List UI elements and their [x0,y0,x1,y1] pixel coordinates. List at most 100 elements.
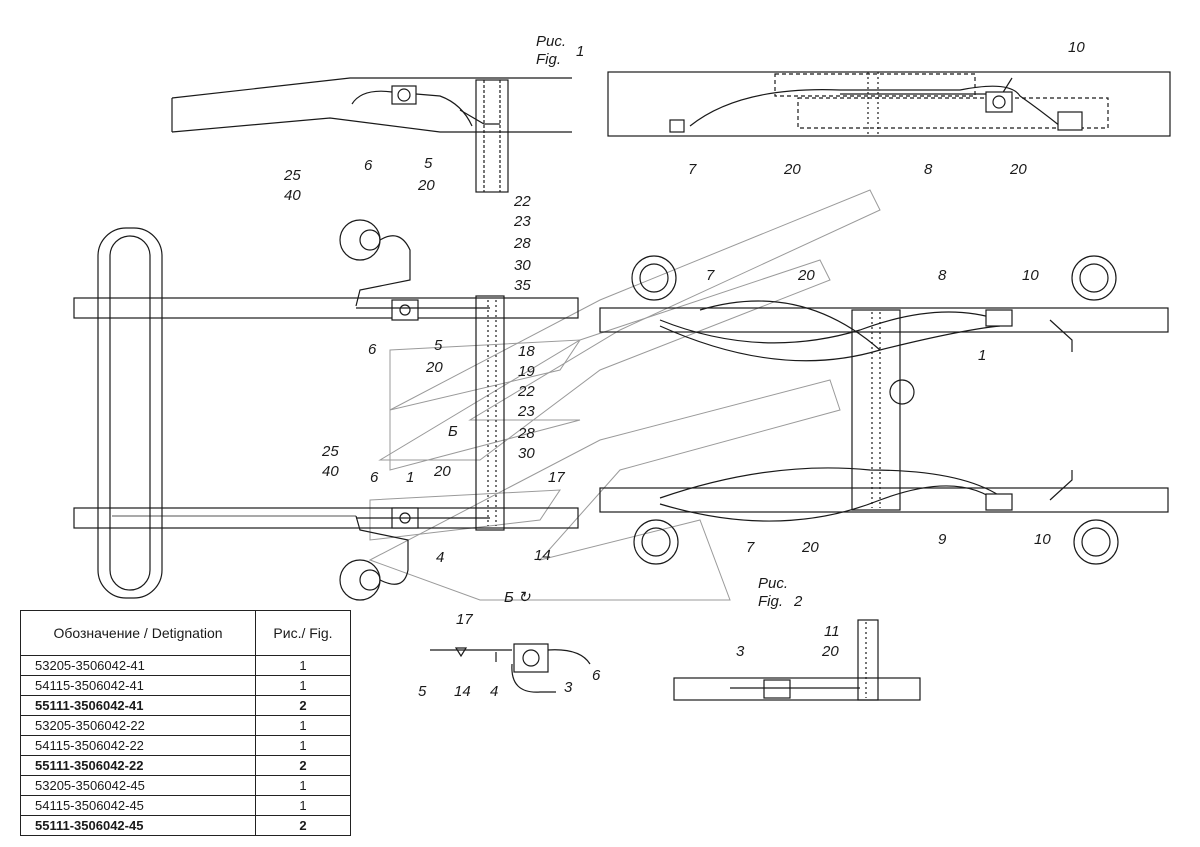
callout: 1 [978,347,986,364]
callout: 7 [746,539,755,556]
designation-cell: 55111-3506042-45 [20,815,256,836]
callout: 30 [514,257,531,274]
callout: 17 [456,611,473,628]
callout: 40 [322,463,339,480]
designation-cell: 55111-3506042-22 [20,755,256,776]
callout: 25 [321,443,339,460]
callout: 11 [824,623,840,640]
callout: 20 [783,161,801,178]
callout: 6 [592,667,601,684]
fig1-label-en: Fig. [536,51,561,68]
header-designation: Обозначение / Detignation [20,610,256,656]
fig-cell: 1 [255,735,351,756]
header-fig: Рис./ Fig. [255,610,351,656]
callout: 30 [518,445,535,462]
callout: 17 [548,469,565,486]
callout: 20 [801,539,819,556]
fig2-plan-view [599,255,1169,565]
callout: 20 [797,267,815,284]
callouts-top-right: 10 7 20 8 20 [688,39,1085,178]
callout: 7 [688,161,697,178]
fig-cell: 1 [255,715,351,736]
callout: 10 [1068,39,1085,56]
fig2-label-ru: Рис. [758,575,788,592]
callout: 18 [518,343,535,360]
callouts-top-left: 25 40 6 5 20 [283,155,435,204]
fig-cell: 2 [255,815,351,836]
fig1-label-ru: Рис. [536,33,566,50]
callout: 1 [406,469,414,486]
callout: 9 [938,531,947,548]
callout: 40 [284,187,301,204]
designation-cell: 54115-3506042-22 [20,735,256,756]
designation-table: Обозначение / Detignation Рис./ Fig. 532… [20,610,351,836]
callout: 14 [454,683,471,700]
callout: 23 [517,403,535,420]
background-arrow-watermark [368,189,881,601]
fig2-label-en: Fig. [758,593,783,610]
callouts-left-plan: 22 23 28 30 35 6 5 20 18 19 22 23 28 30 … [321,193,565,566]
detail-right-view [673,619,921,701]
callout: 6 [364,157,373,174]
callout: 14 [534,547,551,564]
designation-cell: 53205-3506042-41 [20,655,256,676]
callout: 3 [736,643,745,660]
callout: 22 [517,383,535,400]
callout: 20 [1009,161,1027,178]
fig2-number: 2 [793,593,803,610]
callout: 28 [517,425,535,442]
callout: 5 [424,155,433,172]
callout: 10 [1022,267,1039,284]
designation-cell: 55111-3506042-41 [20,695,256,716]
fig1-top-right-view [607,71,1171,137]
view-mark: Б [448,423,458,440]
callout: 10 [1034,531,1051,548]
callout: 20 [425,359,443,376]
callout: 3 [564,679,573,696]
fig-cell: 2 [255,755,351,776]
fig-cell: 1 [255,675,351,696]
table-header-row: Обозначение / Detignation Рис./ Fig. [20,610,351,656]
callout: 7 [706,267,715,284]
view-mark-rotated: Б ↻ [504,589,531,606]
callout: 22 [513,193,531,210]
fig-cell: 2 [255,695,351,716]
callout: 20 [821,643,839,660]
callout: 5 [434,337,443,354]
fig-cell: 1 [255,775,351,796]
callout: 5 [418,683,427,700]
callout: 25 [283,167,301,184]
fig-cell: 1 [255,795,351,816]
callout: 35 [514,277,531,294]
callout: 23 [513,213,531,230]
fig-cell: 1 [255,655,351,676]
fig1-plan-view [73,219,579,601]
callout: 20 [417,177,435,194]
callout: 8 [924,161,933,178]
designation-cell: 54115-3506042-45 [20,795,256,816]
callout: 28 [513,235,531,252]
callout: 6 [370,469,379,486]
fig1-number: 1 [576,43,584,60]
callout: 19 [518,363,535,380]
callouts-right-plan: 7 20 8 10 1 7 20 9 10 [706,267,1051,556]
callout: 4 [436,549,444,566]
designation-cell: 53205-3506042-45 [20,775,256,796]
detail-center-view [430,643,591,693]
fig1-side-view [171,77,572,193]
callouts-detail-center: 17 5 14 4 6 3 [418,611,601,700]
designation-cell: 54115-3506042-41 [20,675,256,696]
callout: 4 [490,683,498,700]
callout: 8 [938,267,947,284]
callout: 20 [433,463,451,480]
callouts-detail-right: 11 20 3 [736,623,840,660]
